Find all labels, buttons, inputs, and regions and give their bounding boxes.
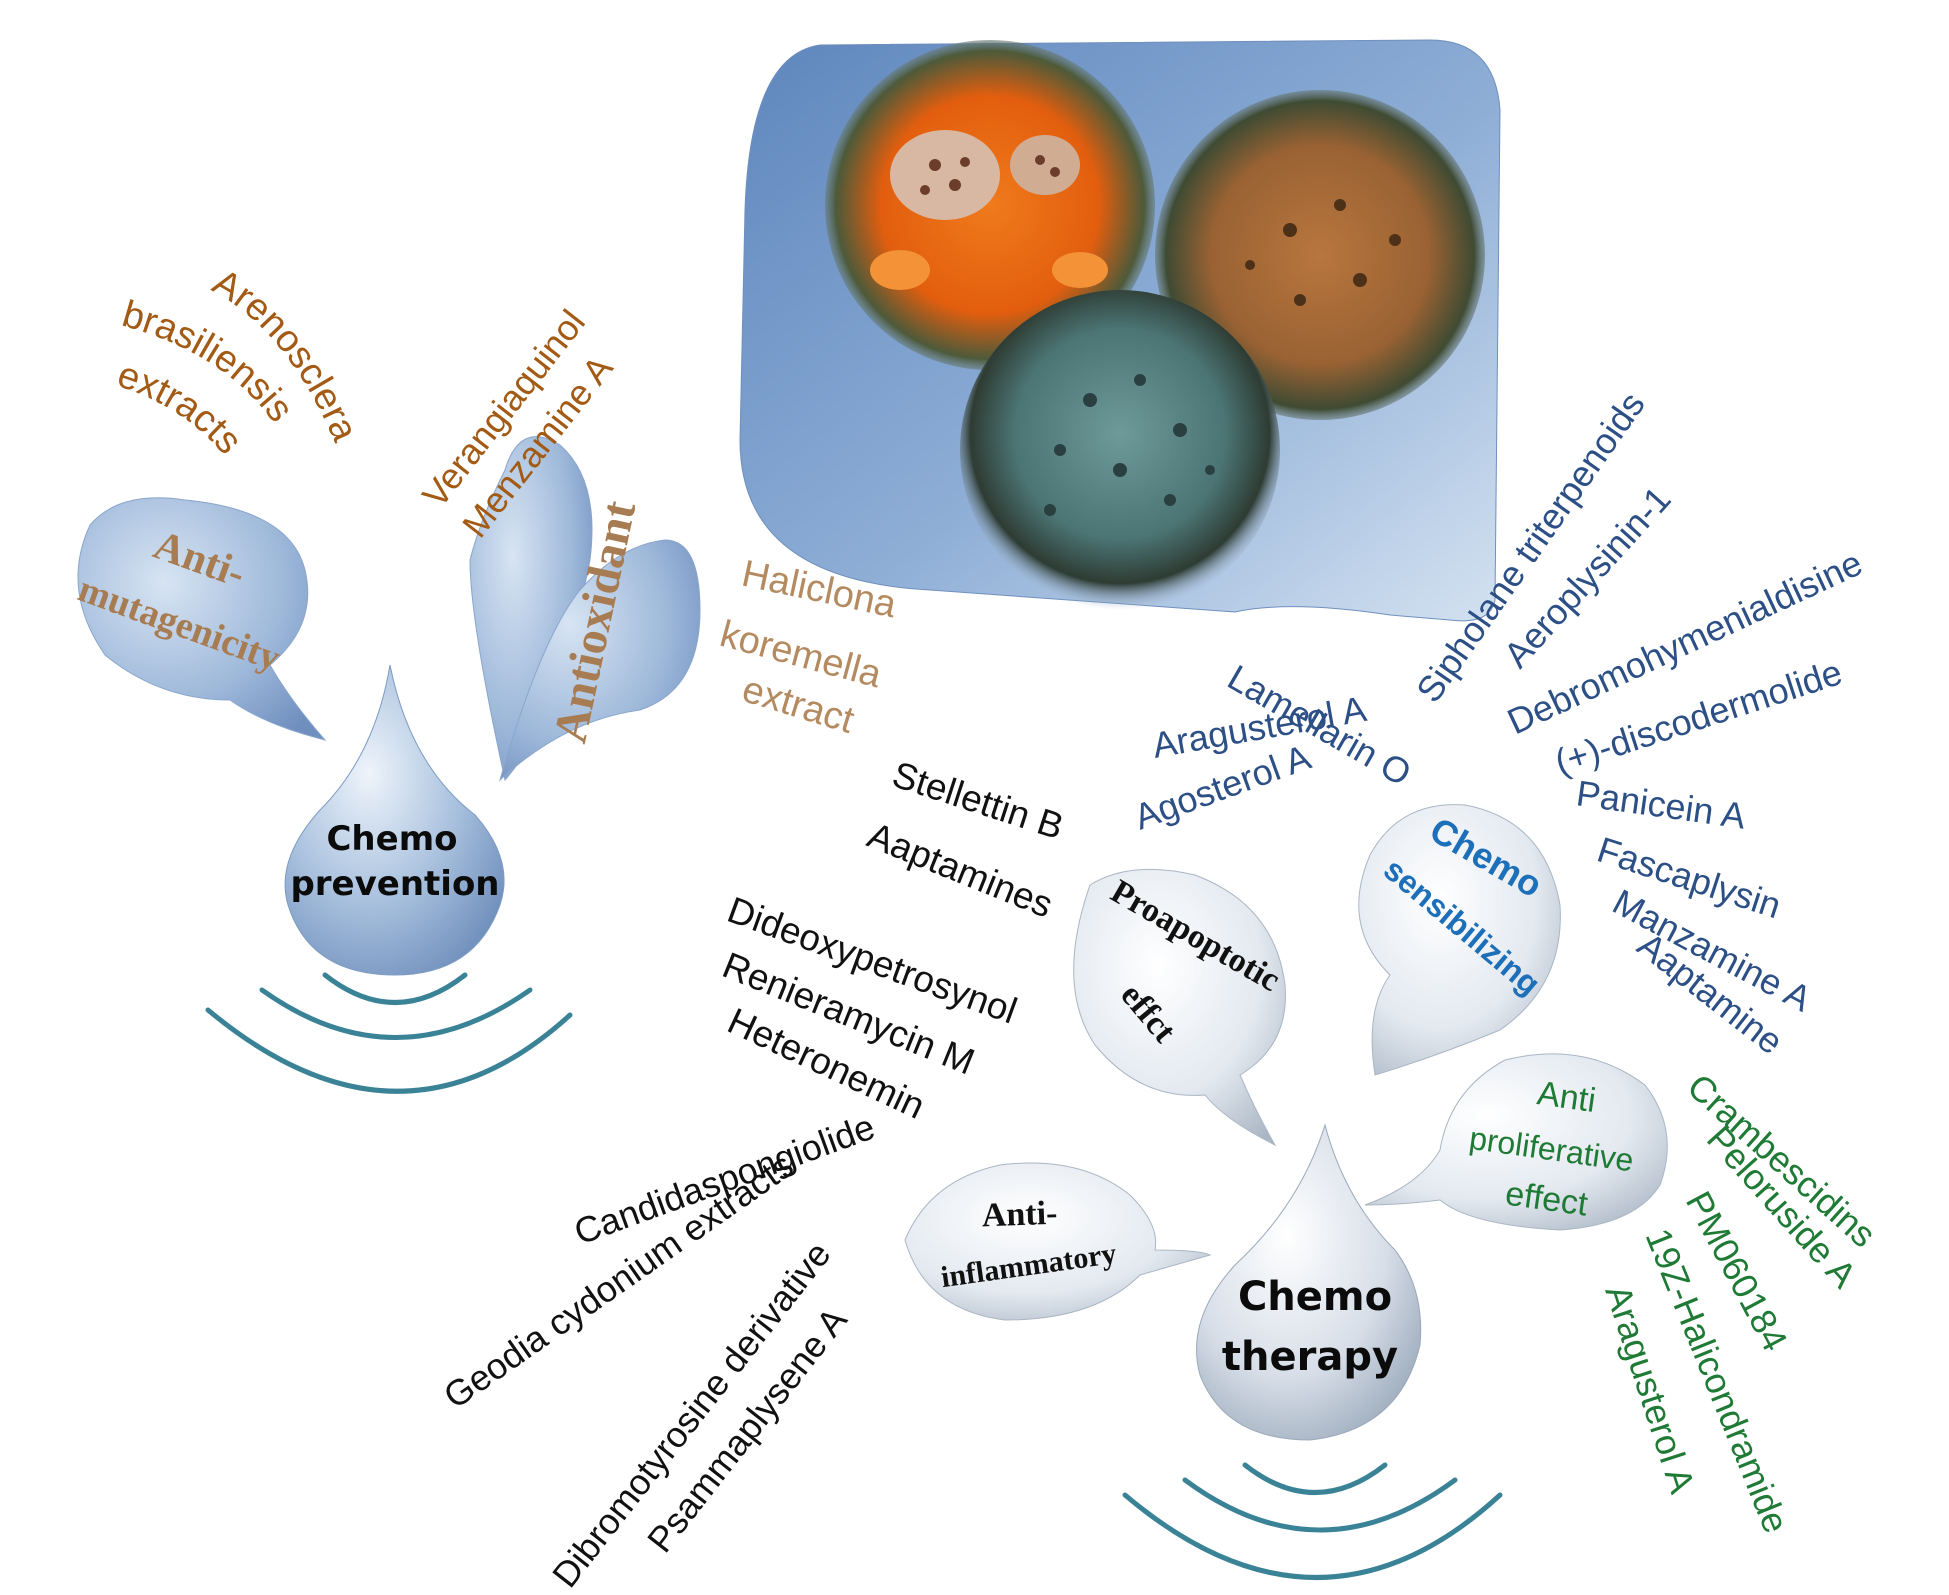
hub-label: prevention <box>290 864 499 904</box>
bubble-label: Anti <box>1535 1074 1598 1120</box>
chemoprevention-ripples <box>205 972 573 1094</box>
orange-sponge-photo <box>825 40 1155 370</box>
compounds-anti-inflammatory: Candidaspongiolide Geodia cydonium extra… <box>436 1106 880 1595</box>
chemoprevention-drop: Chemo prevention <box>284 664 505 976</box>
sponge-photo-panel <box>739 39 1501 622</box>
chemotherapy-bubble-anti-inflammatory: Anti- inflammatory <box>904 1162 1212 1321</box>
chemotherapy-drop: Chemo therapy <box>1196 1123 1422 1441</box>
chemotherapy-bubble-proapoptotic: Proapoptotic effct <box>1073 868 1286 1147</box>
hub-label: therapy <box>1222 1334 1398 1380</box>
hub-label: Chemo <box>1238 1274 1392 1320</box>
teal-sponge-photo <box>960 290 1280 610</box>
brown-sponge-photo <box>1155 90 1485 420</box>
chemotherapy-bubble-chemo-sensibilizing: Chemo sensibilizing <box>1358 804 1561 1076</box>
compounds-proapoptotic: Stellettin B Aaptamines Dideoxypetrosyno… <box>717 754 1068 1127</box>
chemotherapy-ripples <box>1122 1462 1503 1580</box>
hub-label: Chemo <box>326 819 457 859</box>
chemotherapy-bubble-anti-proliferative: Anti proliferative effect <box>1364 1053 1668 1231</box>
chemoprevention-bubble-antioxidant: Antioxidant <box>469 436 701 782</box>
compound-label: Panicein A <box>1574 772 1748 836</box>
chemoprevention-bubble-anti-mutagenicity: Anti- mutagenicity <box>73 497 327 741</box>
compounds-haliclona: Haliclona koremella extract <box>716 553 901 742</box>
compounds-anti-mutagenicity: Arenosclera brasiliensis extracts <box>112 261 366 462</box>
bubble-label: Anti- <box>981 1195 1058 1235</box>
